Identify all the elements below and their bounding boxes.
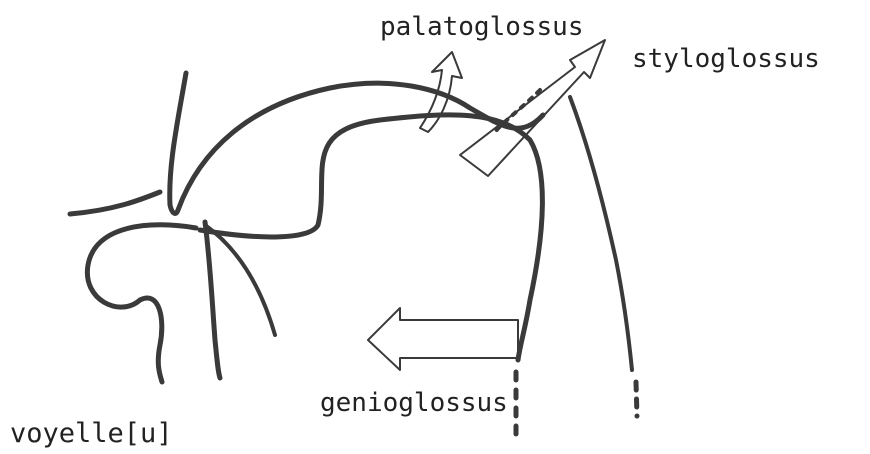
pharynx-dotted-line bbox=[636, 382, 637, 416]
tongue-outline bbox=[200, 115, 542, 360]
styloglossus-arrow bbox=[460, 40, 605, 176]
genioglossus-arrow bbox=[368, 308, 518, 370]
pharynx-wall bbox=[570, 97, 632, 370]
genioglossus-label: genioglossus bbox=[320, 388, 508, 418]
jaw-line-left bbox=[205, 222, 220, 378]
vowel-label: voyelle[u] bbox=[10, 418, 173, 449]
styloglossus-label: styloglossus bbox=[632, 44, 820, 74]
upper-lip-outline bbox=[170, 73, 543, 213]
lower-lip-outline bbox=[87, 225, 196, 382]
velum-outline bbox=[70, 192, 160, 214]
palatoglossus-label: palatoglossus bbox=[380, 12, 584, 42]
